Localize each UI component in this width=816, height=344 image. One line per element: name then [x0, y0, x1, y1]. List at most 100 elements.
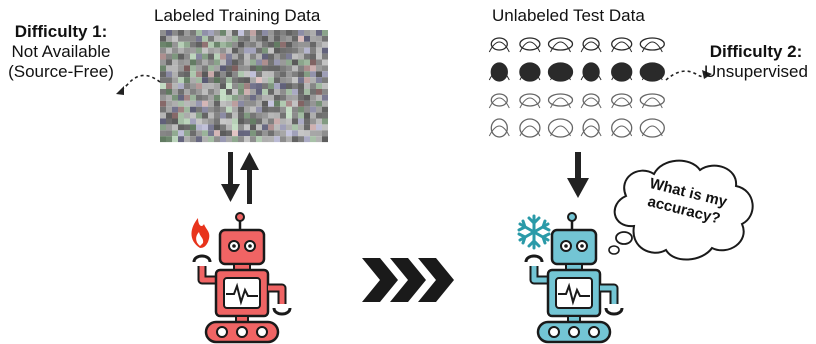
mosaic-tile — [256, 30, 262, 36]
mosaic-tile — [238, 35, 244, 42]
snowflake-icon — [517, 214, 551, 250]
mosaic-tile — [202, 47, 208, 54]
mosaic-tile — [244, 124, 250, 131]
mosaic-tile — [286, 30, 292, 36]
mosaic-tile — [286, 71, 292, 78]
mosaic-tile — [178, 112, 184, 119]
mosaic-tile — [196, 35, 202, 42]
mosaic-tile — [166, 136, 172, 143]
mosaic-tile — [310, 89, 316, 95]
mosaic-tile — [190, 65, 196, 72]
mosaic-tile — [238, 77, 244, 84]
mosaic-tile — [286, 47, 292, 54]
mosaic-tile — [232, 118, 238, 125]
exchange-arrows-icon — [221, 152, 259, 204]
dashed-arrow-right — [665, 70, 712, 81]
sketch-thumbnail — [639, 62, 665, 82]
mosaic-tile — [232, 89, 238, 95]
mosaic-tile — [274, 136, 280, 143]
mosaic-tile — [178, 136, 184, 143]
mosaic-tile — [190, 100, 196, 107]
mosaic-tile — [172, 94, 178, 101]
mosaic-tile — [214, 100, 220, 107]
mosaic-tile — [190, 118, 196, 125]
mosaic-tile — [244, 71, 250, 78]
mosaic-tile — [166, 65, 172, 72]
mosaic-tile — [304, 59, 310, 66]
mosaic-tile — [166, 59, 172, 66]
mosaic-tile — [190, 89, 196, 95]
mosaic-tile — [202, 41, 208, 48]
mosaic-tile — [292, 106, 298, 113]
mosaic-tile — [202, 106, 208, 113]
mosaic-tile — [232, 124, 238, 131]
mosaic-tile — [202, 53, 208, 60]
mosaic-tile — [196, 136, 202, 143]
sketch-thumbnail — [488, 62, 510, 82]
sketch-thumbnail — [580, 118, 602, 138]
mosaic-tile — [280, 83, 286, 89]
mosaic-tile — [244, 59, 250, 66]
mosaic-tile — [208, 77, 214, 84]
mosaic-tile — [232, 130, 238, 137]
mosaic-tile — [226, 112, 232, 119]
mosaic-tile — [292, 77, 298, 84]
mosaic-tile — [256, 89, 262, 95]
mosaic-tile — [196, 112, 202, 119]
mosaic-tile — [160, 118, 166, 125]
mosaic-tile — [226, 100, 232, 107]
mosaic-tile — [256, 59, 262, 66]
mosaic-tile — [166, 35, 172, 42]
mosaic-tile — [172, 118, 178, 125]
sketch-thumbnail — [611, 118, 633, 138]
mosaic-tile — [280, 47, 286, 54]
thought-bubble — [608, 159, 754, 261]
mosaic-tile — [268, 118, 274, 125]
mosaic-tile — [178, 35, 184, 42]
mosaic-tile — [298, 94, 304, 101]
mosaic-tile — [172, 89, 178, 95]
mosaic-tile — [256, 112, 262, 119]
mosaic-tile — [262, 94, 268, 101]
mosaic-tile — [274, 100, 280, 107]
mosaic-tile — [208, 53, 214, 60]
mosaic-tile — [172, 112, 178, 119]
mosaic-tile — [226, 89, 232, 95]
mosaic-tile — [196, 59, 202, 66]
mosaic-tile — [220, 35, 226, 42]
mosaic-tile — [160, 106, 166, 113]
mosaic-tile — [160, 89, 166, 95]
mosaic-tile — [232, 59, 238, 66]
mosaic-tile — [238, 106, 244, 113]
mosaic-tile — [208, 130, 214, 137]
sketch-thumbnail — [488, 118, 510, 138]
mosaic-tile — [190, 53, 196, 60]
sketch-thumbnail — [580, 62, 602, 82]
mosaic-tile — [208, 124, 214, 131]
mosaic-tile — [250, 65, 256, 72]
mosaic-tile — [310, 41, 316, 48]
mosaic-tile — [286, 130, 292, 137]
mosaic-tile — [184, 30, 190, 36]
mosaic-tile — [280, 106, 286, 113]
mosaic-tile — [310, 65, 316, 72]
mosaic-tile — [322, 112, 328, 119]
mosaic-tile — [280, 124, 286, 131]
mosaic-tile — [304, 106, 310, 113]
mosaic-tile — [304, 41, 310, 48]
mosaic-tile — [208, 71, 214, 78]
mosaic-tile — [262, 83, 268, 89]
mosaic-tile — [286, 59, 292, 66]
mosaic-tile — [214, 106, 220, 113]
mosaic-tile — [178, 53, 184, 60]
mosaic-tile — [262, 77, 268, 84]
difficulty-1-heading: Difficulty 1: — [14, 22, 108, 41]
sketch-thumbnail — [547, 37, 574, 53]
mosaic-tile — [304, 53, 310, 60]
mosaic-tile — [310, 100, 316, 107]
mosaic-tile — [322, 47, 328, 54]
mosaic-tile — [262, 124, 268, 131]
mosaic-tile — [226, 136, 232, 143]
mosaic-tile — [184, 77, 190, 84]
mosaic-tile — [274, 118, 280, 125]
